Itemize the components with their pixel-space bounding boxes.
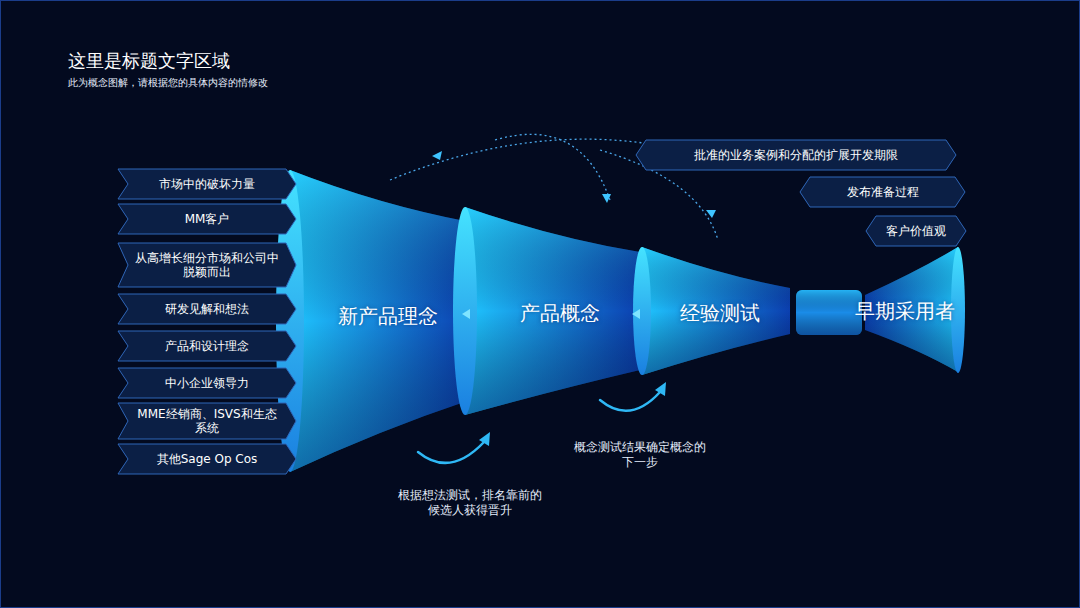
input-banner: 研发见解和想法 <box>118 294 296 324</box>
input-banner: 从高增长细分市场和公司中脱颖而出 <box>118 243 296 287</box>
banner-outline <box>800 177 965 207</box>
banner-label: MME经销商、ISVS和生态系统 <box>134 407 280 435</box>
banner-label: 从高增长细分市场和公司中脱颖而出 <box>134 251 280 279</box>
banner-outline <box>118 444 296 474</box>
banner-outline <box>118 331 296 361</box>
stage-label: 早期采用者 <box>855 299 955 323</box>
subtitle-text: 此为概念图解，请根据您的具体内容的情修改 <box>68 76 468 89</box>
funnel-stage: 产品概念 <box>520 301 600 325</box>
stage-label: 产品概念 <box>520 301 600 325</box>
funnel-stage: 早期采用者 <box>855 299 955 323</box>
banner-label: MM客户 <box>185 212 230 226</box>
input-banner: MME经销商、ISVS和生态系统 <box>118 403 296 439</box>
banner-label: 客户价值观 <box>886 224 946 238</box>
banner-outline <box>118 294 296 324</box>
stage-label: 新产品理念 <box>338 304 438 328</box>
banner-outline <box>636 140 956 170</box>
input-banner: 客户价值观 <box>866 216 966 246</box>
banner-outline <box>118 403 296 439</box>
note-text: 根据想法测试，排名靠前的候选人获得晋升 <box>395 488 545 518</box>
banner-label: 研发见解和想法 <box>165 302 249 316</box>
banner-outline <box>118 204 296 234</box>
input-banner: 市场中的破坏力量 <box>118 169 296 199</box>
funnel-stage: 新产品理念 <box>338 304 438 328</box>
banner-label: 中小企业领导力 <box>165 376 249 390</box>
input-banner: 中小企业领导力 <box>118 368 296 398</box>
banner-label: 产品和设计理念 <box>165 339 249 353</box>
banner-label: 批准的业务案例和分配的扩展开发期限 <box>694 148 898 162</box>
banner-label: 市场中的破坏力量 <box>159 177 255 191</box>
note-text: 概念测试结果确定概念的下一步 <box>570 440 710 470</box>
funnel-stage: 经验测试 <box>680 301 760 325</box>
input-banner: 批准的业务案例和分配的扩展开发期限 <box>636 140 956 170</box>
banner-outline <box>118 169 296 199</box>
banner-label: 发布准备过程 <box>847 185 919 199</box>
banner-label: 其他Sage Op Cos <box>157 452 258 466</box>
input-banner: 其他Sage Op Cos <box>118 444 296 474</box>
banner-outline <box>118 243 296 287</box>
banner-outline <box>866 216 966 246</box>
input-banner: 发布准备过程 <box>800 177 965 207</box>
stage-label: 经验测试 <box>680 301 760 325</box>
input-banner: 产品和设计理念 <box>118 331 296 361</box>
banner-outline <box>118 368 296 398</box>
input-banner: MM客户 <box>118 204 296 234</box>
title-text: 这里是标题文字区域 <box>68 50 230 72</box>
